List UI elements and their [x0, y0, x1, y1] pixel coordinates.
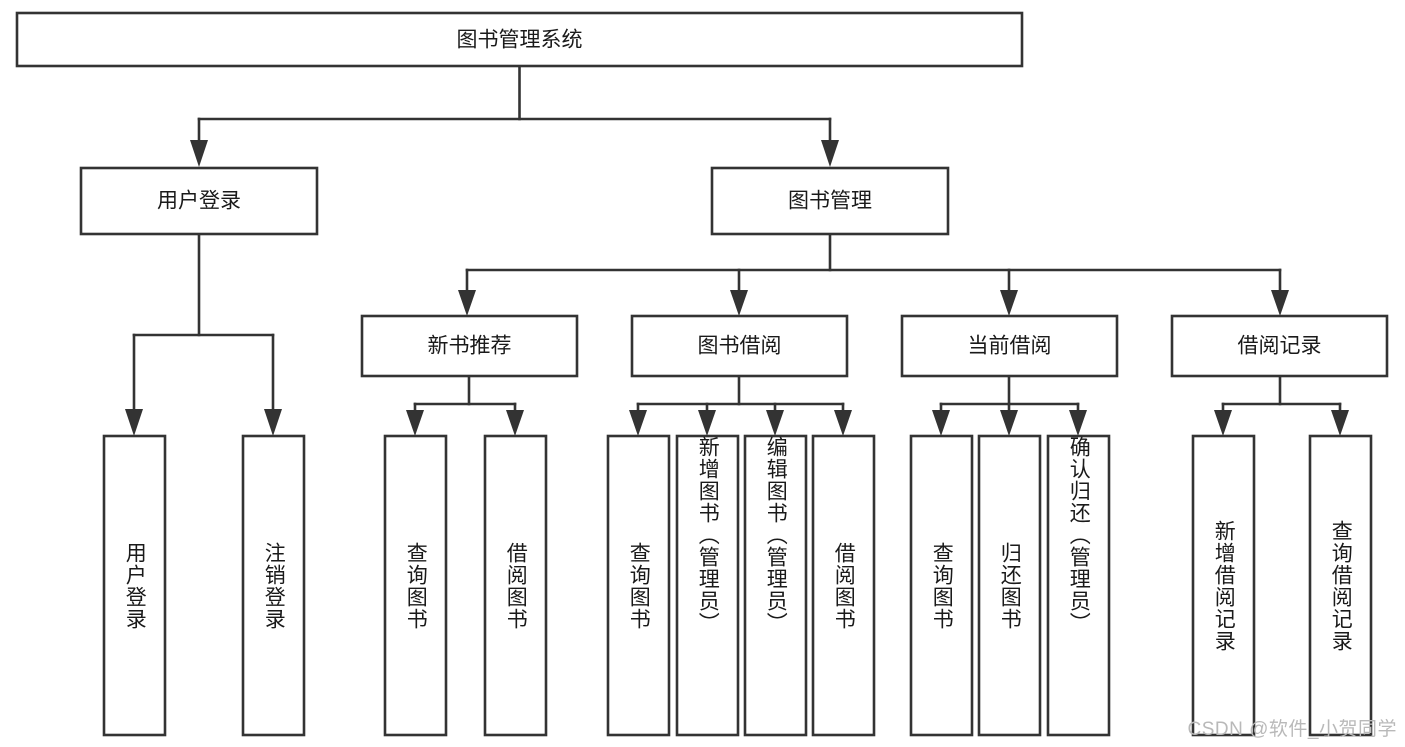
arrow-newbook-leaf-1 [406, 410, 424, 436]
leaf-box-book-borrow-1[interactable] [606, 434, 671, 737]
node-current-borrow-box[interactable] [900, 314, 1119, 378]
leaf-box-new-book-2[interactable] [483, 434, 548, 737]
watermark-text: CSDN @软件_小贺同学 [1187, 719, 1397, 740]
node-borrow-records-box[interactable] [1170, 314, 1389, 378]
leaf-box-new-book-1[interactable] [383, 434, 448, 737]
node-book-borrow-box[interactable] [630, 314, 849, 378]
arrow-to-borrowrecords [1271, 290, 1289, 316]
leaf-box-book-borrow-4[interactable] [811, 434, 876, 737]
arrow-currentborrow-leaf-1 [932, 410, 950, 436]
node-new-book-recommend-label: 新书推荐 [428, 335, 512, 358]
leaf-box-current-borrow-2[interactable] [977, 434, 1042, 737]
arrow-userlogin-leaf-1 [125, 409, 143, 436]
leaf-box-current-borrow-3[interactable] [1046, 434, 1111, 737]
arrow-bookborrow-leaf-4 [834, 410, 852, 436]
node-current-borrow[interactable]: 当前借阅 [900, 314, 1119, 378]
node-user-login[interactable]: 用户登录 [79, 166, 319, 236]
arrow-to-userlogin [190, 140, 208, 167]
leaf-box-borrow-records-2[interactable] [1308, 434, 1373, 737]
node-book-management[interactable]: 图书管理 [710, 166, 950, 236]
node-book-borrow[interactable]: 图书借阅 [630, 314, 849, 378]
arrow-currentborrow-leaf-2 [1000, 410, 1018, 436]
node-borrow-records[interactable]: 借阅记录 [1170, 314, 1389, 378]
leaf-box-user-login-2[interactable] [241, 434, 306, 737]
arrow-to-bookborrow [730, 290, 748, 316]
node-root[interactable]: 图书管理系统 [15, 11, 1024, 68]
arrow-bookborrow-leaf-3 [766, 410, 784, 436]
node-current-borrow-label: 当前借阅 [968, 335, 1052, 358]
leaf-box-current-borrow-1[interactable] [909, 434, 974, 737]
arrow-to-currentborrow [1000, 290, 1018, 316]
node-user-login-box[interactable] [79, 166, 319, 236]
leaf-box-user-login-1[interactable] [102, 434, 167, 737]
arrow-userlogin-leaf-2 [264, 409, 282, 436]
node-book-management-box[interactable] [710, 166, 950, 236]
node-new-book-recommend-box[interactable] [360, 314, 579, 378]
node-book-management-label: 图书管理 [788, 190, 872, 213]
arrow-bookborrow-leaf-2 [698, 410, 716, 436]
arrow-currentborrow-leaf-3 [1069, 410, 1087, 436]
node-new-book-recommend[interactable]: 新书推荐 [360, 314, 579, 378]
leaf-box-borrow-records-1[interactable] [1191, 434, 1256, 737]
node-root-box[interactable] [15, 11, 1024, 68]
arrow-bookborrow-leaf-1 [629, 410, 647, 436]
node-user-login-label: 用户登录 [157, 190, 241, 213]
node-borrow-records-label: 借阅记录 [1238, 335, 1322, 358]
arrow-borrowrecords-leaf-1 [1214, 410, 1232, 436]
node-book-borrow-label: 图书借阅 [698, 335, 782, 358]
arrow-to-bookmgmt [821, 140, 839, 167]
connector-group [125, 64, 1349, 436]
leaf-box-book-borrow-3[interactable] [743, 434, 808, 737]
arrow-to-newbook [458, 290, 476, 316]
arrow-borrowrecords-leaf-2 [1331, 410, 1349, 436]
arrow-newbook-leaf-2 [506, 410, 524, 436]
node-root-label: 图书管理系统 [457, 29, 583, 52]
leaf-box-book-borrow-2[interactable] [675, 434, 740, 737]
